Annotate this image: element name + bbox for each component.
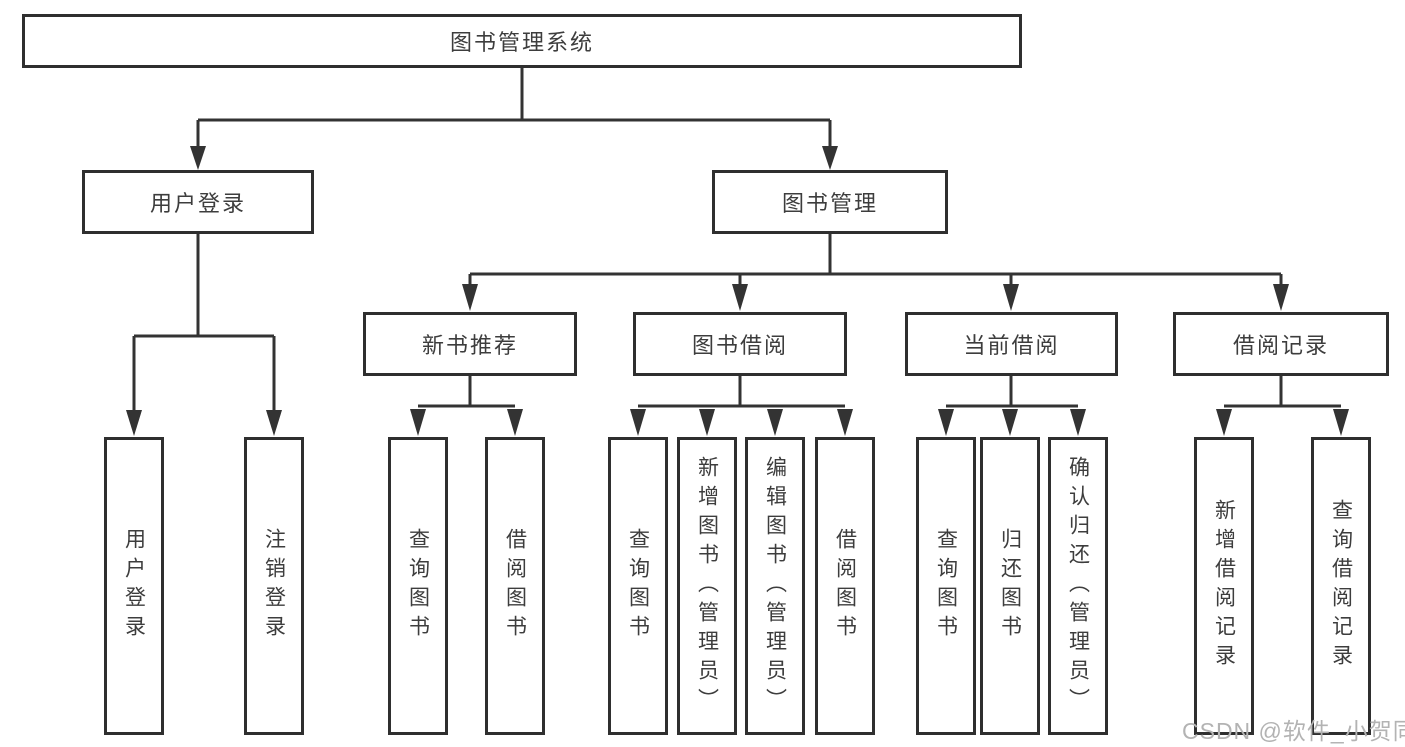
leaf-label: 查询图书 xyxy=(406,528,430,644)
leaf-label: 确认归还（管理员） xyxy=(1066,455,1090,717)
leaf-user-login: 用户登录 xyxy=(104,437,164,735)
leaf-query-books-3: 查询图书 xyxy=(916,437,976,735)
node-borrow-records: 借阅记录 xyxy=(1173,312,1389,376)
node-label: 图书借阅 xyxy=(691,333,788,358)
node-label: 当前借阅 xyxy=(963,333,1060,358)
leaf-label: 借阅图书 xyxy=(503,528,527,644)
leaf-label: 查询图书 xyxy=(626,528,650,644)
node-label: 图书管理 xyxy=(781,191,878,216)
leaf-add-borrow-record: 新增借阅记录 xyxy=(1194,437,1254,735)
leaf-confirm-return-admin: 确认归还（管理员） xyxy=(1048,437,1108,735)
connector-root-to-level2 xyxy=(190,68,838,170)
node-current-borrow: 当前借阅 xyxy=(905,312,1118,376)
node-book-management: 图书管理 xyxy=(712,170,948,234)
leaf-label: 归还图书 xyxy=(998,528,1022,644)
leaf-label: 新增借阅记录 xyxy=(1212,499,1236,673)
node-root: 图书管理系统 xyxy=(22,14,1022,68)
connector-book-mgmt-to-sections xyxy=(462,233,1289,311)
leaf-add-books-admin: 新增图书（管理员） xyxy=(677,437,737,735)
connector-sections-to-leaves xyxy=(410,375,1349,436)
node-label: 用户登录 xyxy=(149,191,246,216)
leaf-logout: 注销登录 xyxy=(244,437,304,735)
leaf-query-books-2: 查询图书 xyxy=(608,437,668,735)
leaf-borrow-books-1: 借阅图书 xyxy=(485,437,545,735)
leaf-label: 用户登录 xyxy=(122,528,146,644)
watermark: CSDN @软件_小贺同学 xyxy=(1182,718,1405,744)
leaf-label: 注销登录 xyxy=(262,528,286,644)
leaf-edit-books-admin: 编辑图书（管理员） xyxy=(745,437,805,735)
node-book-borrow: 图书借阅 xyxy=(633,312,847,376)
node-user-login: 用户登录 xyxy=(82,170,314,234)
leaf-label: 查询图书 xyxy=(934,528,958,644)
leaf-query-borrow-record: 查询借阅记录 xyxy=(1311,437,1371,735)
leaf-return-books: 归还图书 xyxy=(980,437,1040,735)
leaf-label: 查询借阅记录 xyxy=(1329,499,1353,673)
node-label: 借阅记录 xyxy=(1232,333,1329,358)
node-new-book-recommend: 新书推荐 xyxy=(363,312,577,376)
node-root-label: 图书管理系统 xyxy=(449,30,594,55)
leaf-borrow-books-2: 借阅图书 xyxy=(815,437,875,735)
leaf-label: 借阅图书 xyxy=(833,528,857,644)
leaf-label: 编辑图书（管理员） xyxy=(763,455,787,717)
node-label: 新书推荐 xyxy=(421,333,518,358)
connector-user-login-to-children xyxy=(126,233,282,436)
leaf-label: 新增图书（管理员） xyxy=(695,455,719,717)
leaf-query-books-1: 查询图书 xyxy=(388,437,448,735)
